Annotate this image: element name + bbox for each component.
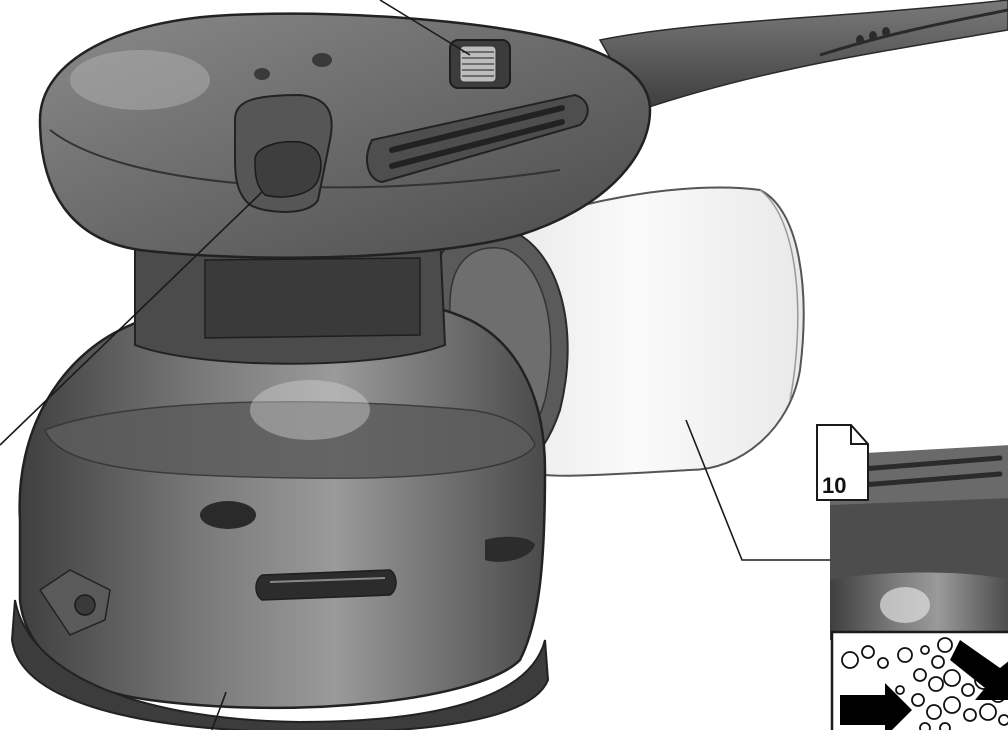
leader-lines <box>0 0 832 730</box>
power-switch <box>234 93 333 213</box>
leader-line-dust-bag <box>685 419 832 561</box>
reference-inset: 10 <box>816 418 1008 730</box>
speed-dial <box>449 39 511 89</box>
sander-neck <box>134 233 447 365</box>
sander-top-housing <box>38 12 652 259</box>
leader-line-bottom <box>211 691 227 730</box>
airflow-arrows <box>840 640 1008 730</box>
side-vent <box>366 93 589 184</box>
airflow-arrow-out <box>950 640 1008 700</box>
reference-page-tab: 10 <box>816 424 869 501</box>
leader-line-switch <box>0 191 263 446</box>
sander-base <box>10 289 550 730</box>
reference-number: 10 <box>822 473 846 498</box>
dust-particles <box>841 637 1008 730</box>
leader-line-speed-dial <box>379 0 471 56</box>
airflow-arrow-in <box>840 683 912 730</box>
power-cord <box>598 0 1008 111</box>
